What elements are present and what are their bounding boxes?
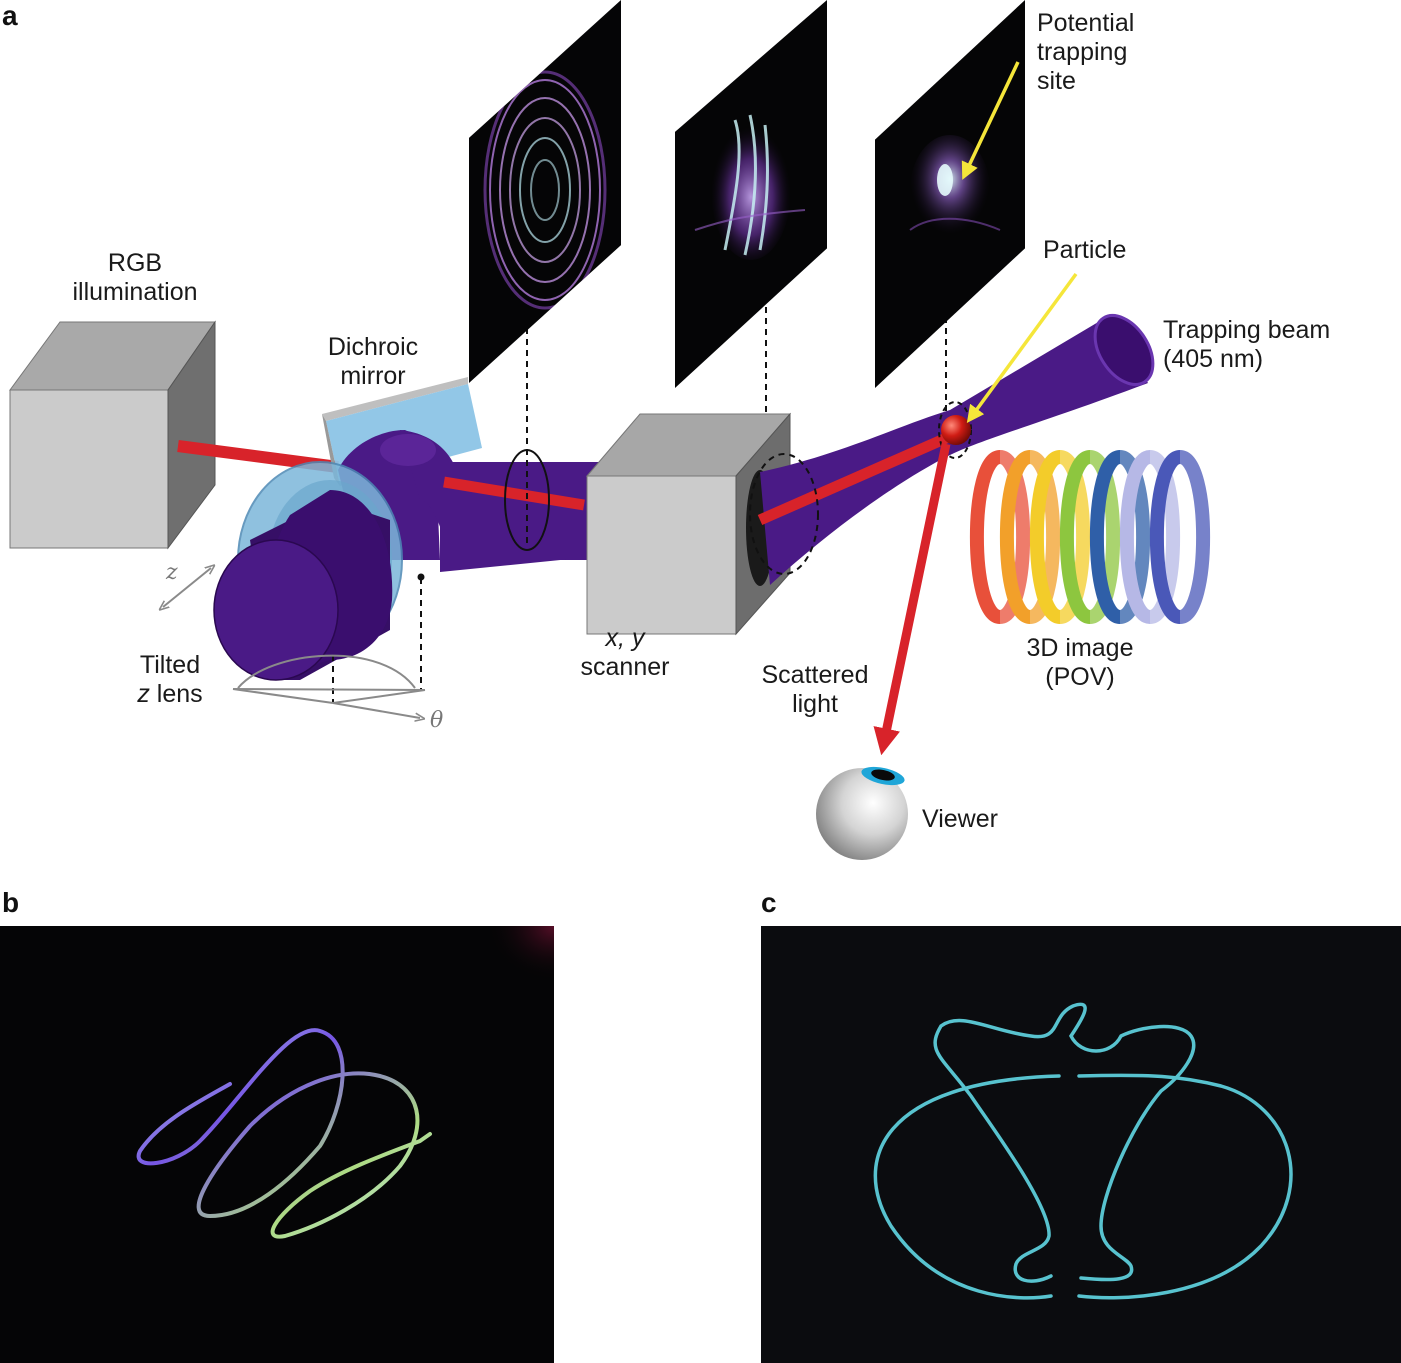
beam-segment-1 [440,462,600,572]
spiral-ring-front [1060,450,1093,624]
red-beam-segment-2 [757,426,963,526]
panel-label-a: a [2,0,18,31]
spiral-ring-front [970,450,1003,624]
axis-label-theta: θ [430,708,444,733]
trapping-beam [760,314,1155,585]
spiral-ring-front [1150,450,1183,624]
beam-ring-2 [749,453,819,575]
spiral-ring-front [1000,450,1033,624]
label-particle: Particle [1043,236,1127,264]
label-potential-trapping-site: Potential trapping site [1037,9,1135,95]
panel-label-b: b [2,887,20,918]
axis-label-z: z [166,560,178,585]
particle-pointer [966,272,1078,424]
label-3d-image: 3D image (POV) [1026,634,1134,691]
panel-c-photo [761,926,1401,1363]
spiral-ring-back [1147,450,1180,624]
spiral-ring-back [1057,450,1090,624]
red-beam-segment-1 [443,476,585,511]
panel-a-diagram [9,272,1210,860]
viewer-eye-icon [816,766,908,860]
spiral-ring-front [1120,450,1153,624]
particle-sphere [941,415,971,445]
z-axis-arrow [163,568,211,607]
spiral-ring-back [1087,450,1120,624]
spiral-ring-back [1177,450,1210,624]
spiral-ring-back [997,450,1030,624]
spiral-ring-front [1030,450,1063,624]
3d-image-spiral [970,450,1210,624]
label-dichroic-mirror: Dichroic mirror [327,333,419,390]
objective-cylinder [213,490,393,681]
label-viewer: Viewer [922,805,998,833]
theta-axes [232,688,425,718]
spiral-ring-front [1090,450,1123,624]
spiral-ring-back [1027,450,1060,624]
label-tilted-z-lens: Tilted z lens [137,651,203,708]
xy-scanner-box [585,412,792,636]
label-rgb-illumination: RGB illumination [72,249,198,306]
label-scattered-light: Scattered light [761,661,869,718]
panel-label-c: c [761,887,777,918]
scattered-light-arrow [873,443,951,756]
label-xy-scanner: x, y scanner [580,624,670,681]
rgb-illumination-box [9,320,216,550]
spiral-ring-back [1117,450,1150,624]
panel-b-photo [0,926,554,1363]
label-trapping-beam: Trapping beam (405 nm) [1163,316,1331,373]
